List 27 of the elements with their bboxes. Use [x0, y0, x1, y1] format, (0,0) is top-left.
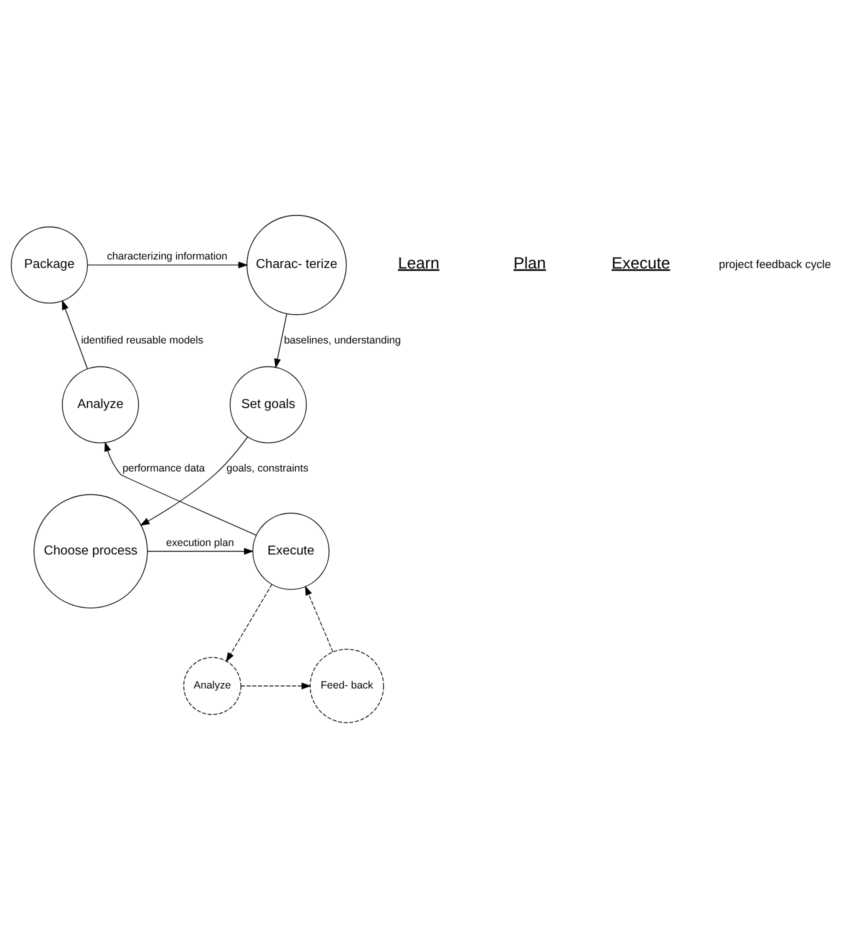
arrow	[274, 314, 288, 368]
node-circle: Package	[10, 226, 88, 304]
edge-label: goals, constraints	[226, 462, 308, 475]
arrow	[140, 436, 248, 526]
label: Learn	[398, 254, 440, 272]
edge-label: performance data	[122, 462, 205, 475]
edge-label: execution plan	[166, 536, 234, 549]
node-circle: Analyze	[62, 366, 139, 444]
arrow	[87, 262, 248, 268]
label: Execute	[612, 254, 670, 272]
node-circle: Execute	[252, 512, 330, 590]
arrow	[62, 300, 88, 370]
edge-label: baselines, understanding	[284, 334, 401, 346]
node-circle: Feed- back	[310, 648, 384, 724]
label: Plan	[513, 254, 546, 272]
node-circle: Set goals	[230, 366, 307, 444]
arrow	[240, 682, 312, 690]
label: project feedback cycle	[718, 259, 831, 272]
edge-label: identified reusable models	[81, 334, 204, 346]
arrow	[104, 442, 257, 536]
node-circle: Choose process	[34, 494, 148, 608]
arrow	[305, 586, 334, 652]
node-circle: Charac- terize	[246, 214, 347, 316]
edge-label: characterizing information	[106, 250, 228, 263]
arrow	[226, 584, 272, 662]
node-circle: Analyze	[183, 656, 242, 715]
arrow	[146, 548, 254, 555]
